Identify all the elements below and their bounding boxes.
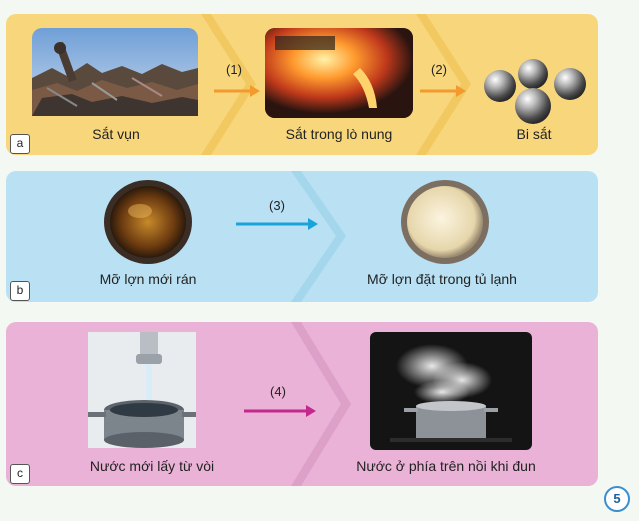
step-1-label: (1) bbox=[226, 62, 242, 77]
fresh-lard-label: Mỡ lợn mới rán bbox=[99, 271, 197, 287]
chilled-lard-label: Mỡ lợn đặt trong tủ lạnh bbox=[367, 271, 517, 287]
page-number-badge: 5 bbox=[604, 486, 630, 512]
step-2-label: (2) bbox=[431, 62, 447, 77]
panel-c-chevron bbox=[291, 322, 351, 486]
iron-balls-label: Bi sắt bbox=[516, 126, 552, 142]
boiling-water-label: Nước ở phía trên nồi khi đun bbox=[356, 458, 536, 474]
furnace-iron-label: Sắt trong lò nung bbox=[285, 126, 393, 142]
panel-b-badge: b bbox=[10, 281, 30, 301]
iron-balls-image bbox=[484, 59, 586, 124]
panel-b-chevron bbox=[291, 171, 346, 302]
panel-a-chevrons bbox=[201, 14, 471, 155]
arrow-3-icon bbox=[236, 218, 318, 230]
panel-a: (1) (2) Sắt vụn Sắt trong lò nung Bi sắt… bbox=[6, 14, 598, 155]
arrow-4-icon bbox=[244, 405, 316, 417]
panel-a-badge: a bbox=[10, 134, 30, 154]
tap-water-label: Nước mới lấy từ vòi bbox=[89, 458, 215, 474]
arrow-1-icon bbox=[214, 85, 260, 97]
scrap-iron-photo bbox=[32, 28, 198, 116]
panel-b: (3) Mỡ lợn mới rán Mỡ lợn đặt trong tủ l… bbox=[6, 171, 598, 302]
tap-water-pot-photo bbox=[88, 332, 196, 448]
scrap-iron-label: Sắt vụn bbox=[92, 126, 140, 142]
step-4-label: (4) bbox=[270, 384, 286, 399]
furnace-photo bbox=[265, 28, 413, 118]
panel-c: (4) Nước mới lấy từ vòi Nước ở phía trên… bbox=[6, 322, 598, 486]
chilled-lard-bowl-image bbox=[401, 180, 489, 264]
boiling-pot-photo bbox=[370, 332, 532, 450]
step-3-label: (3) bbox=[269, 198, 285, 213]
arrow-2-icon bbox=[420, 85, 466, 97]
panel-c-badge: c bbox=[10, 464, 30, 484]
fresh-lard-bowl-image bbox=[104, 180, 192, 264]
